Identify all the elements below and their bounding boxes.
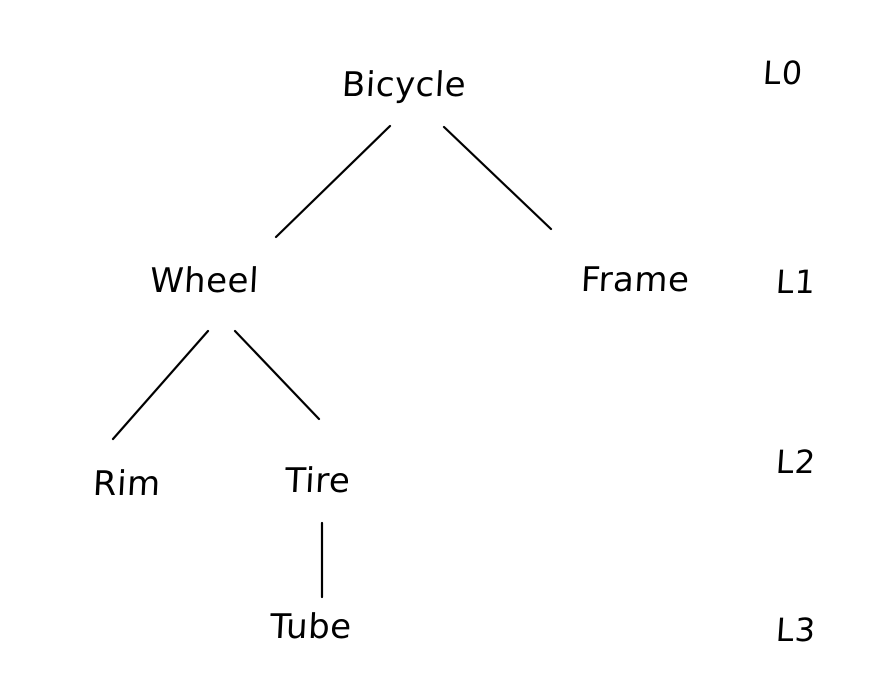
edge-wheel-rim (111, 329, 210, 441)
level-label-l3: L3 (774, 611, 818, 649)
node-tire[interactable]: Tire (283, 461, 352, 501)
level-label-l0: L0 (761, 54, 805, 92)
node-bicycle[interactable]: Bicycle (340, 65, 468, 105)
node-tube[interactable]: Tube (268, 607, 353, 647)
node-frame[interactable]: Frame (579, 260, 691, 300)
level-label-l1: L1 (774, 263, 818, 301)
level-label-l2: L2 (774, 443, 818, 481)
node-wheel[interactable]: Wheel (148, 261, 261, 301)
node-rim[interactable]: Rim (91, 464, 162, 504)
edge-bicycle-frame (442, 125, 553, 231)
edge-bicycle-wheel (274, 124, 392, 239)
edge-wheel-tire (233, 329, 321, 421)
